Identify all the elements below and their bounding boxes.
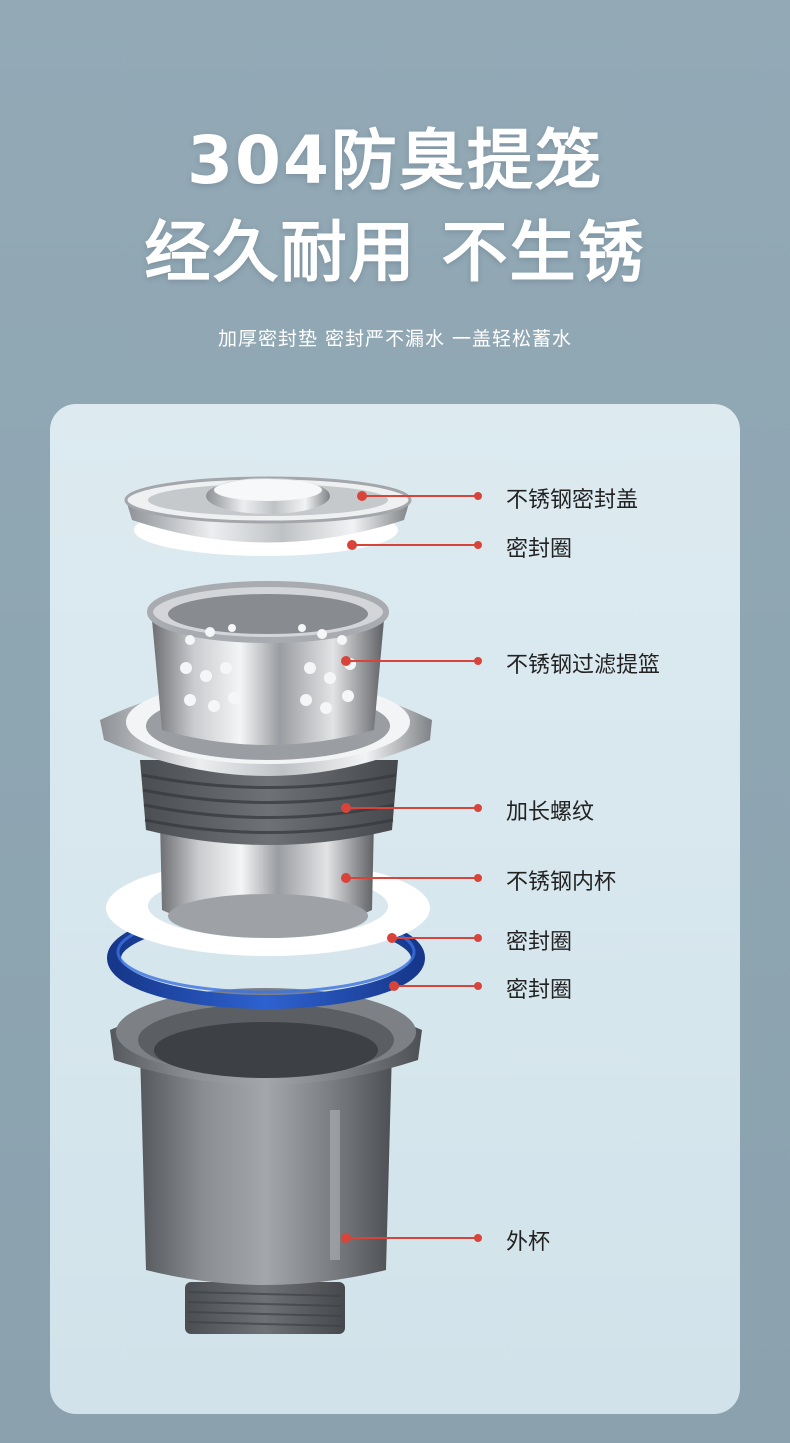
outer-cup (110, 988, 422, 1334)
headline-line-1: 304防臭提笼 (187, 122, 603, 199)
callout-line-inner-cup (341, 873, 482, 883)
callout-line-seal-3 (389, 981, 482, 991)
callout-label-outer-cup: 外杯 (506, 1230, 551, 1255)
stainless-sealing-lid (124, 476, 412, 543)
strainer-basket (147, 581, 389, 745)
headline-line-2: 经久耐用 不生锈 (144, 214, 646, 291)
callout-line-lid (357, 491, 482, 501)
callout-line-basket (341, 656, 482, 666)
callout-label-seal-3: 密封圈 (506, 978, 573, 1003)
callout-line-seal-1 (347, 540, 482, 550)
callout-label-inner-cup: 不锈钢内杯 (506, 870, 617, 895)
callout-label-basket: 不锈钢过滤提篮 (506, 653, 661, 678)
callout-lines (341, 491, 482, 1243)
callout-label-seal-2: 密封圈 (506, 930, 573, 955)
callout-label-thread: 加长螺纹 (506, 800, 595, 825)
subtitle: 加厚密封垫 密封严不漏水 一盖轻松蓄水 (217, 328, 573, 350)
callout-line-seal-2 (387, 933, 482, 943)
callout-line-thread (341, 803, 482, 813)
callout-label-seal-1: 密封圈 (506, 537, 573, 562)
callout-line-outer-cup (341, 1233, 482, 1243)
callout-label-lid: 不锈钢密封盖 (506, 488, 639, 513)
